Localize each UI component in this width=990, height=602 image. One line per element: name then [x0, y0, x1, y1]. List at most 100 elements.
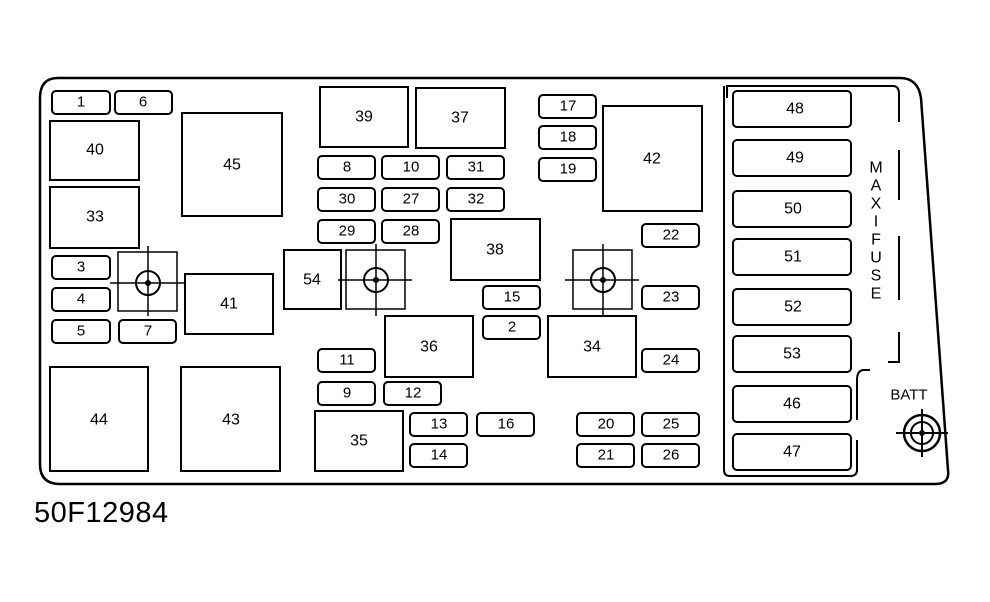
- svg-text:3: 3: [77, 259, 85, 276]
- fuse-30: 30: [317, 187, 376, 212]
- svg-text:26: 26: [663, 447, 680, 464]
- relay-37: 37: [415, 87, 506, 149]
- fuse-6: 6: [114, 90, 173, 115]
- svg-text:29: 29: [339, 223, 356, 240]
- svg-text:44: 44: [90, 412, 108, 429]
- fuse-9: 9: [317, 381, 376, 406]
- fuse-32: 32: [446, 187, 505, 212]
- fuse-18: 18: [538, 125, 597, 150]
- fuse-12: 12: [383, 381, 442, 406]
- maxi-fuse-48: 48: [732, 90, 852, 128]
- fuse-13: 13: [409, 412, 468, 437]
- svg-text:30: 30: [339, 191, 356, 208]
- maxi-fuse-46: 46: [732, 385, 852, 423]
- relay-43: 43: [180, 366, 281, 472]
- maxi-fuse-label-letter: S: [871, 268, 882, 285]
- relay-42: 42: [602, 105, 703, 212]
- svg-text:5: 5: [77, 323, 85, 340]
- fuse-28: 28: [381, 219, 440, 244]
- mounting-stud-right: [565, 244, 639, 316]
- maxi-fuse-label-letter: U: [870, 250, 882, 267]
- svg-text:41: 41: [220, 296, 238, 313]
- svg-text:7: 7: [144, 323, 152, 340]
- svg-text:13: 13: [431, 416, 448, 433]
- maxi-fuse-52: 52: [732, 288, 852, 326]
- mounting-stud-center: [338, 244, 412, 316]
- fuse-4: 4: [51, 287, 111, 312]
- svg-text:12: 12: [405, 385, 422, 402]
- fuse-21: 21: [576, 443, 635, 468]
- svg-text:23: 23: [663, 289, 680, 306]
- svg-text:15: 15: [504, 289, 521, 306]
- fuse-22: 22: [641, 223, 700, 248]
- relay-33: 33: [49, 186, 140, 249]
- fuse-25: 25: [641, 412, 700, 437]
- fuse-23: 23: [641, 285, 700, 310]
- fuse-20: 20: [576, 412, 635, 437]
- relay-39: 39: [319, 86, 409, 148]
- maxi-fuse-50: 50: [732, 190, 852, 228]
- maxi-fuse-label-letter: A: [871, 178, 882, 195]
- figure-code: 50F12984: [34, 497, 169, 529]
- svg-text:25: 25: [663, 416, 680, 433]
- svg-text:19: 19: [560, 161, 577, 178]
- svg-text:10: 10: [403, 159, 420, 176]
- fuse-19: 19: [538, 157, 597, 182]
- svg-text:51: 51: [784, 249, 802, 266]
- fuse-8: 8: [317, 155, 376, 180]
- fuse-5: 5: [51, 319, 111, 344]
- svg-text:42: 42: [643, 151, 661, 168]
- svg-text:37: 37: [451, 110, 469, 127]
- svg-text:11: 11: [339, 352, 355, 369]
- svg-text:27: 27: [403, 191, 420, 208]
- svg-text:22: 22: [663, 227, 680, 244]
- fuse-11: 11: [317, 348, 376, 373]
- relay-54: 54: [283, 249, 342, 310]
- maxi-fuse-51: 51: [732, 238, 852, 276]
- fuse-10: 10: [381, 155, 440, 180]
- maxi-fuse-bracket-lower: [723, 86, 870, 477]
- maxi-fuse-47: 47: [732, 433, 852, 471]
- svg-text:49: 49: [786, 150, 804, 167]
- maxi-fuse-49: 49: [732, 139, 852, 177]
- fuse-26: 26: [641, 443, 700, 468]
- svg-text:39: 39: [355, 109, 373, 126]
- relay-35: 35: [314, 410, 404, 472]
- relay-34: 34: [547, 315, 637, 378]
- svg-text:17: 17: [560, 98, 577, 115]
- svg-text:4: 4: [77, 291, 85, 308]
- svg-text:8: 8: [343, 159, 351, 176]
- svg-text:54: 54: [303, 272, 321, 289]
- svg-text:18: 18: [560, 129, 577, 146]
- svg-text:38: 38: [486, 242, 504, 259]
- relay-41: 41: [184, 273, 274, 335]
- svg-text:53: 53: [783, 346, 801, 363]
- fuse-16: 16: [476, 412, 535, 437]
- svg-text:28: 28: [403, 223, 420, 240]
- svg-text:48: 48: [786, 101, 804, 118]
- maxi-fuse-label-letter: F: [871, 232, 881, 249]
- svg-text:9: 9: [343, 385, 351, 402]
- fuse-15: 15: [482, 285, 541, 310]
- svg-text:47: 47: [783, 444, 801, 461]
- maxi-fuse-label-letter: I: [874, 214, 878, 231]
- svg-text:33: 33: [86, 209, 104, 226]
- fuse-31: 31: [446, 155, 505, 180]
- fuse-1: 1: [51, 90, 111, 115]
- fuse-29: 29: [317, 219, 376, 244]
- svg-text:45: 45: [223, 157, 241, 174]
- mounting-stud-left: [110, 246, 184, 316]
- svg-text:21: 21: [598, 447, 615, 464]
- svg-text:40: 40: [86, 142, 104, 159]
- fuse-27: 27: [381, 187, 440, 212]
- fuse-3: 3: [51, 255, 111, 280]
- maxi-fuse-label-letter: M: [869, 160, 882, 177]
- svg-text:36: 36: [420, 339, 438, 356]
- maxi-fuse-bracket: [726, 85, 900, 363]
- svg-text:32: 32: [468, 191, 485, 208]
- svg-text:14: 14: [431, 447, 448, 464]
- relay-38: 38: [450, 218, 541, 281]
- relay-40: 40: [49, 120, 140, 181]
- maxi-fuse-label-letter: E: [871, 286, 882, 303]
